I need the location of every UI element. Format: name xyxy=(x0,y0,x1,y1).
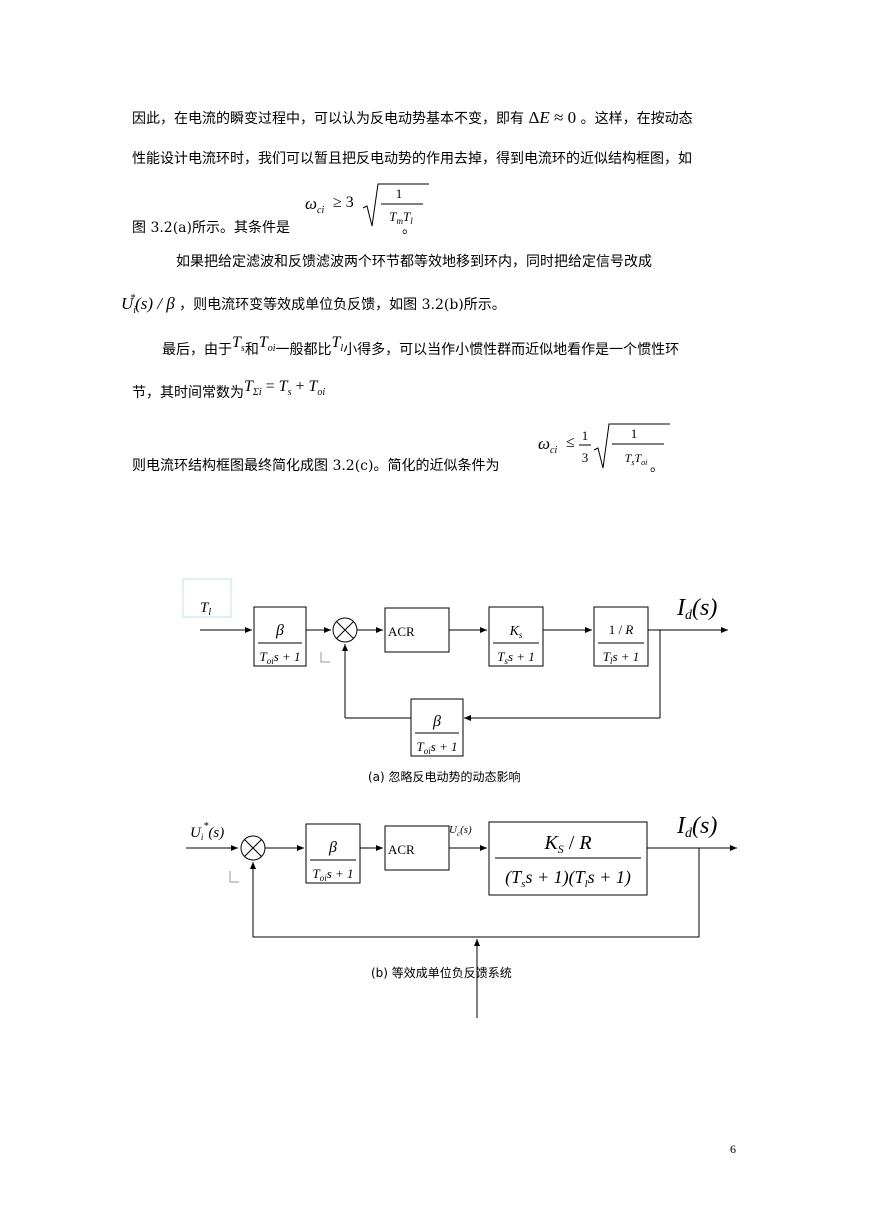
svg-text:Tois + 1: Tois + 1 xyxy=(259,649,300,666)
svg-text:1: 1 xyxy=(396,186,403,201)
delta-e-approx-zero: ΔE ≈ 0 xyxy=(528,108,577,127)
paragraph-1-line-2: 性能设计电流环时，我们可以暂且把反电动势的作用去掉，得到电流环的近似结构框图，如 xyxy=(132,151,692,167)
block-filter-b xyxy=(305,823,361,884)
text: ，则电流环变等效成单位负反馈，如图 3.2(b)所示。 xyxy=(179,297,506,313)
svg-text:β: β xyxy=(328,839,337,856)
sqrt-1: 1 TmTl xyxy=(362,183,429,227)
block-diagram-b: Ui*(s) β Tois + 1 ACR Uc(s) KS / R (Tss … xyxy=(186,813,737,1018)
text: 图 3.2(a)所示。其条件是 xyxy=(132,220,290,236)
block-armature xyxy=(593,606,649,667)
svg-text:1: 1 xyxy=(582,428,589,443)
svg-text:TsToi: TsToi xyxy=(625,451,648,467)
caption-b: (b) 等效成单位负反馈系统 xyxy=(371,966,512,980)
svg-text:1 / R: 1 / R xyxy=(609,622,634,637)
paragraph-4: 则电流环结构框图最终简化成图 3.2(c)。简化的近似条件为 xyxy=(132,456,499,476)
svg-text:1: 1 xyxy=(631,426,638,441)
output-label-b: Id(s) xyxy=(676,813,717,841)
text: 最后，由于 xyxy=(162,342,232,358)
paragraph-3-line-2: 节，其时间常数为TΣi = Ts + Toi xyxy=(132,378,326,401)
paragraph-1-line-1: 因此，在电流的瞬变过程中，可以认为反电动势基本不变，即有 ΔE ≈ 0 。这样，… xyxy=(132,108,693,129)
acr-label: ACR xyxy=(388,624,415,639)
acr-block-b xyxy=(384,825,450,871)
text: 一般都比 xyxy=(275,342,332,358)
input-label-b: Ui*(s) xyxy=(190,821,224,842)
svg-text:Tls + 1: Tls + 1 xyxy=(603,649,640,666)
svg-text:(Tss + 1)(Tls + 1): (Tss + 1)(Tls + 1) xyxy=(505,867,631,890)
svg-text:β: β xyxy=(432,713,441,730)
text: 小得多，可以当作小惯性群而近似地看作是一个惯性环 xyxy=(343,342,680,358)
input-label-box xyxy=(182,578,232,618)
caption-a: (a) 忽略反电动势的动态影响 xyxy=(368,770,521,784)
paragraph-1-line-3: 图 3.2(a)所示。其条件是 xyxy=(132,218,290,238)
sqrt-2: 1 3 1 TsToi xyxy=(579,423,670,469)
signal-label-uc: Uc(s) xyxy=(449,824,472,838)
text: 因此，在电流的瞬变过程中，可以认为反电动势基本不变，即有 xyxy=(132,111,524,127)
svg-text:KS / R: KS / R xyxy=(543,832,591,856)
text: 则电流环结构框图最终简化成图 3.2(c)。简化的近似条件为 xyxy=(132,458,500,474)
text: 节，其时间常数为 xyxy=(132,385,244,401)
paragraph-2-line-1: 如果把给定滤波和反馈滤波两个环节都等效地移到环内，同时把给定信号改成 xyxy=(176,254,652,270)
svg-text:TmTl: TmTl xyxy=(389,209,413,226)
block-diagram-a: Tl β Tois + 1 ACR Ks Tss + 1 1 / R Tls +… xyxy=(182,578,728,757)
svg-text:3: 3 xyxy=(582,450,589,465)
page-number: 6 xyxy=(730,1142,736,1156)
block-converter xyxy=(488,606,544,667)
paragraph-3-line-1: 最后，由于Ts和Toi一般都比Tl小得多，可以当作小惯性群而近似地看作是一个惯性… xyxy=(162,334,680,358)
svg-text:β: β xyxy=(275,622,284,639)
svg-text:Tss + 1: Tss + 1 xyxy=(497,649,535,666)
svg-text:ACR: ACR xyxy=(388,842,415,857)
svg-text:Tois + 1: Tois + 1 xyxy=(312,866,353,883)
text: 。这样，在按动态 xyxy=(580,111,693,127)
text: 和 xyxy=(244,342,259,358)
output-label-a: Id(s) xyxy=(676,595,717,623)
paragraph-2-line-2: Ui*(s) / β ，则电流环变等效成单位负反馈，如图 3.2(b)所示。 xyxy=(121,293,506,316)
block-feedback-filter xyxy=(410,698,464,757)
block-filter-1 xyxy=(253,606,307,667)
svg-text:Tois + 1: Tois + 1 xyxy=(416,739,457,756)
input-label: Tl xyxy=(200,600,211,618)
condition-formula-2: ωci ≤ 1 3 1 TsToi 。 xyxy=(538,418,678,475)
